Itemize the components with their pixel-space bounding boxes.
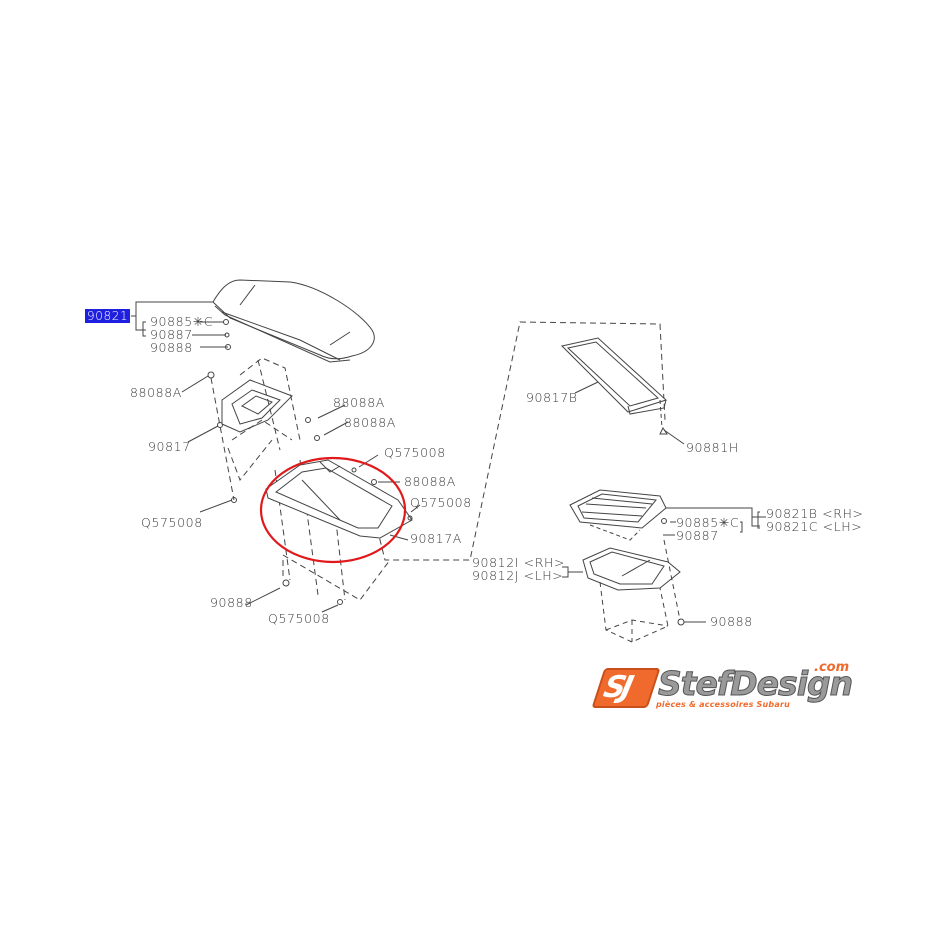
part-label-90817b: 90817B	[526, 390, 578, 405]
part-label-90821-highlighted[interactable]: 90821	[85, 309, 131, 323]
logo-domain: .com	[814, 660, 850, 675]
console-tray-drawing	[265, 459, 413, 539]
highlight-circle	[259, 456, 407, 564]
part-label-q575008-mid1: Q575008	[384, 445, 446, 460]
part-label-88088a-mid3: 88088A	[404, 474, 456, 489]
upper-tray-drawing	[221, 379, 293, 433]
part-label-90888-right: 90888	[710, 614, 753, 629]
part-label-90888-bottom: 90888	[210, 595, 253, 610]
part-label-90817: 90817	[148, 439, 191, 454]
part-label-q575008-left: Q575008	[141, 515, 203, 530]
stefdesign-logo: SJ StefDesign .com pièces & accessoires …	[591, 660, 861, 714]
part-label-88088a-mid2: 88088A	[344, 415, 396, 430]
part-label-90821b-rh: 90821B <RH>	[766, 506, 864, 521]
part-label-90812j-lh: 90812J <LH>	[472, 568, 564, 583]
logo-name: StefDesign	[657, 664, 853, 703]
right-lid-drawing	[569, 489, 667, 541]
part-label-90812i-rh: 90812I <RH>	[472, 555, 566, 570]
part-label-90821c-lh: 90821C <LH>	[766, 519, 863, 534]
part-label-90817a: 90817A	[410, 531, 462, 546]
part-label-q575008-mid2: Q575008	[410, 495, 472, 510]
part-label-90887-right: 90887	[676, 528, 719, 543]
part-label-90885c-right: 90885✳C	[676, 515, 740, 530]
armrest-lid-drawing	[212, 279, 375, 363]
part-label-90888-top: 90888	[150, 340, 193, 355]
part-label-90885c-top: 90885✳C	[150, 314, 214, 329]
part-label-90887-top: 90887	[150, 327, 193, 342]
right-tray-b-drawing	[561, 337, 667, 415]
logo-tagline: pièces & accessoires Subaru	[656, 700, 790, 709]
part-label-q575008-bottom: Q575008	[268, 611, 330, 626]
logo-badge: SJ	[591, 668, 661, 708]
part-label-88088a-mid1: 88088A	[333, 395, 385, 410]
part-label-90881h: 90881H	[686, 440, 739, 455]
part-label-88088a-left: 88088A	[130, 385, 182, 400]
right-bin-drawing	[582, 547, 681, 591]
